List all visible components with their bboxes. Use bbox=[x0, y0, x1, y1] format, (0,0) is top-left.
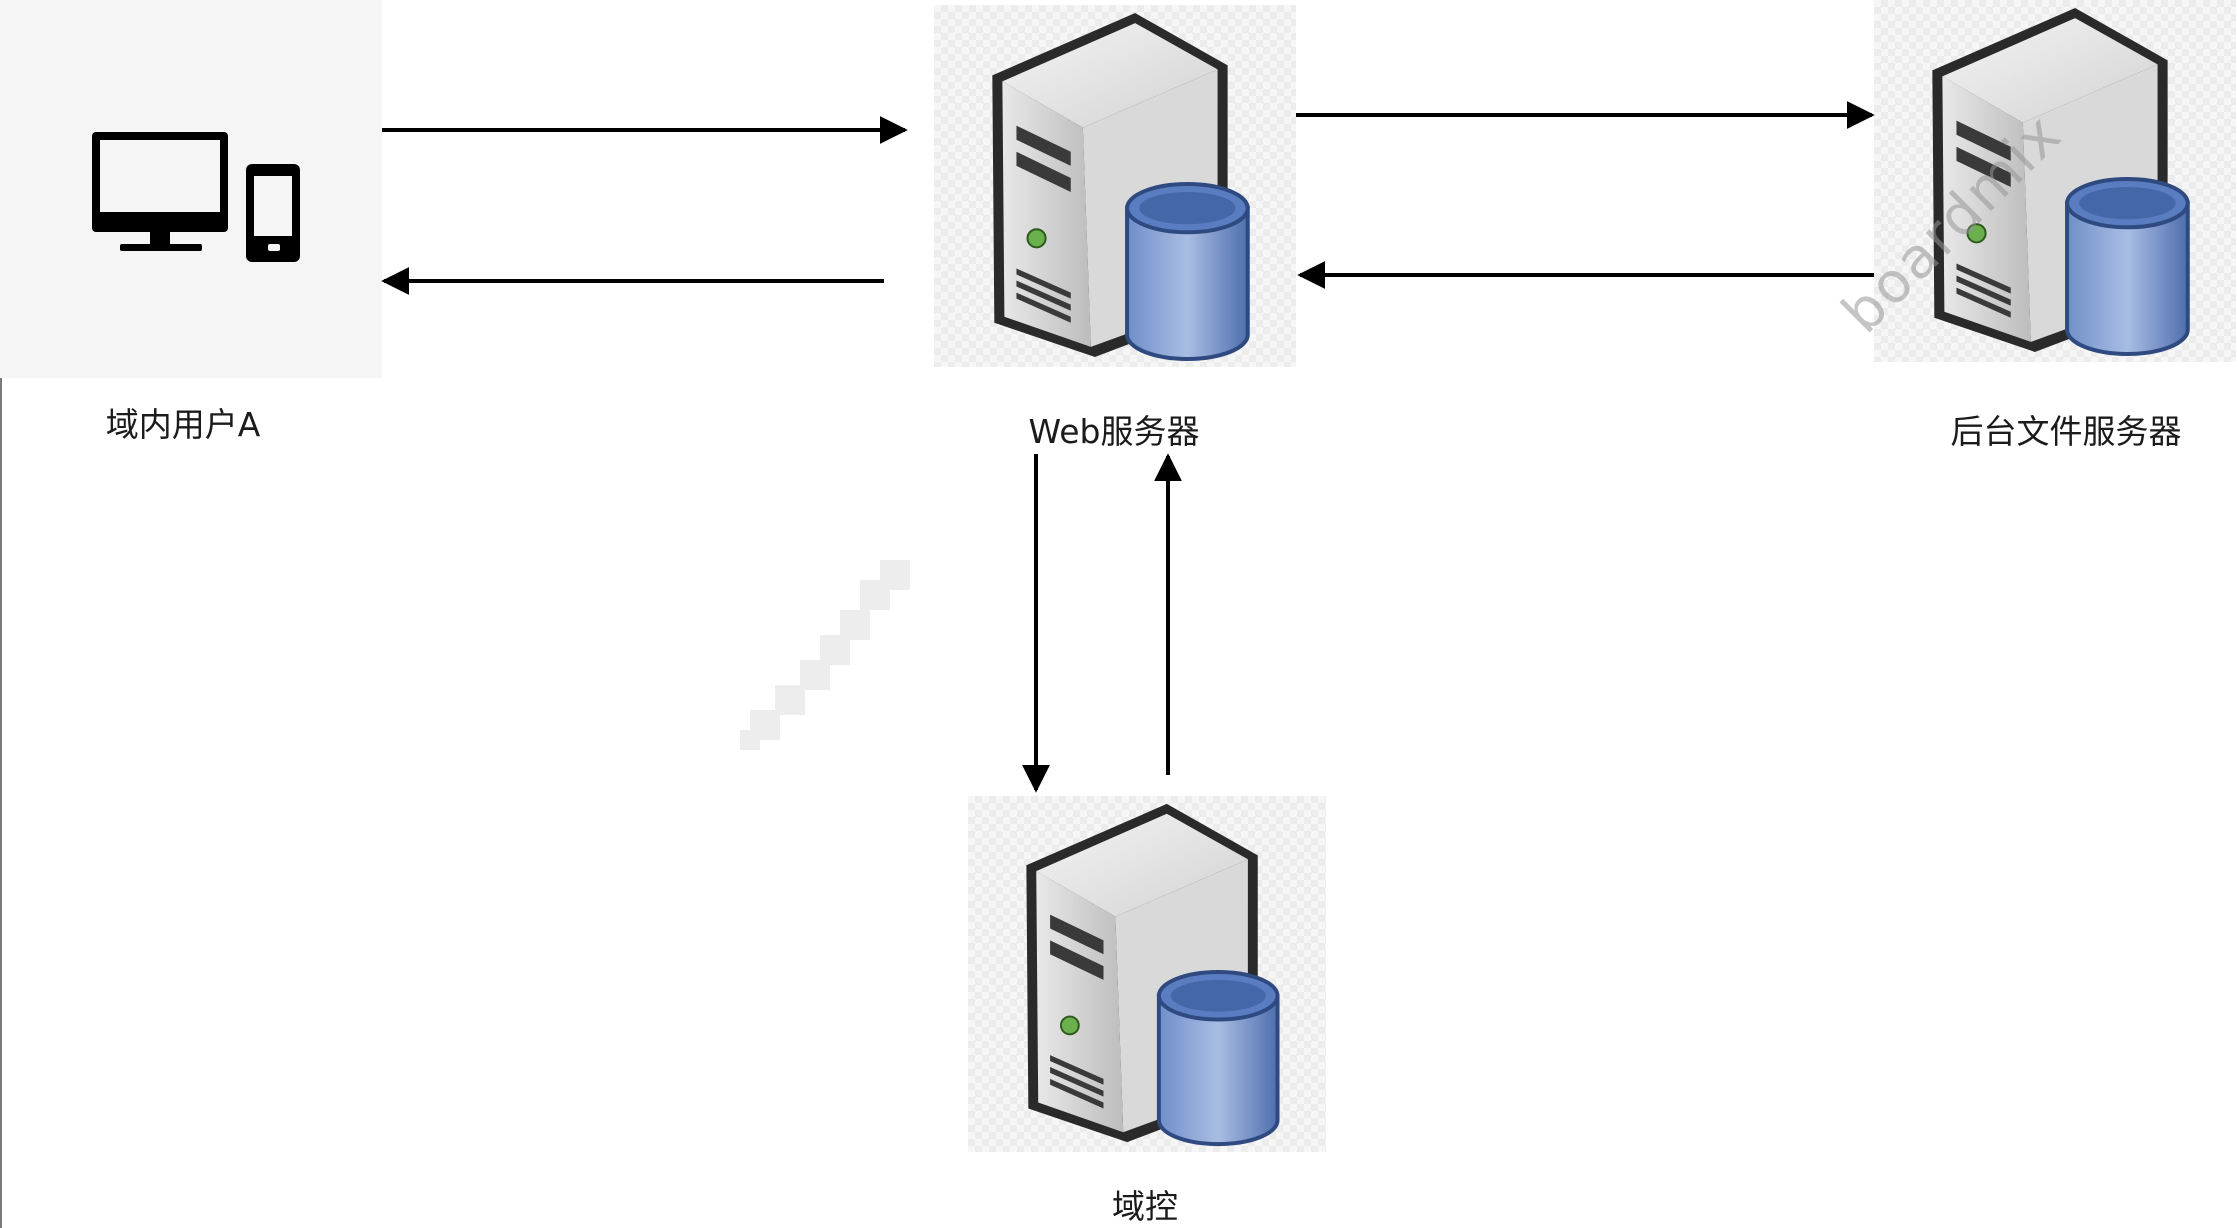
node-web-server bbox=[934, 5, 1296, 367]
faint-artifact bbox=[740, 560, 910, 750]
desktop-and-phone-icon bbox=[92, 132, 300, 262]
node-web-server-label: Web服务器 bbox=[1028, 412, 1200, 451]
node-file-server-label: 后台文件服务器 bbox=[1950, 412, 2182, 451]
node-file-server bbox=[1874, 0, 2236, 362]
left-border bbox=[0, 0, 2, 1228]
node-domain-controller-label: 域控 bbox=[1112, 1187, 1178, 1226]
node-domain-controller bbox=[968, 796, 1326, 1152]
node-user bbox=[0, 0, 382, 378]
node-user-label: 域内用户A bbox=[105, 405, 261, 444]
